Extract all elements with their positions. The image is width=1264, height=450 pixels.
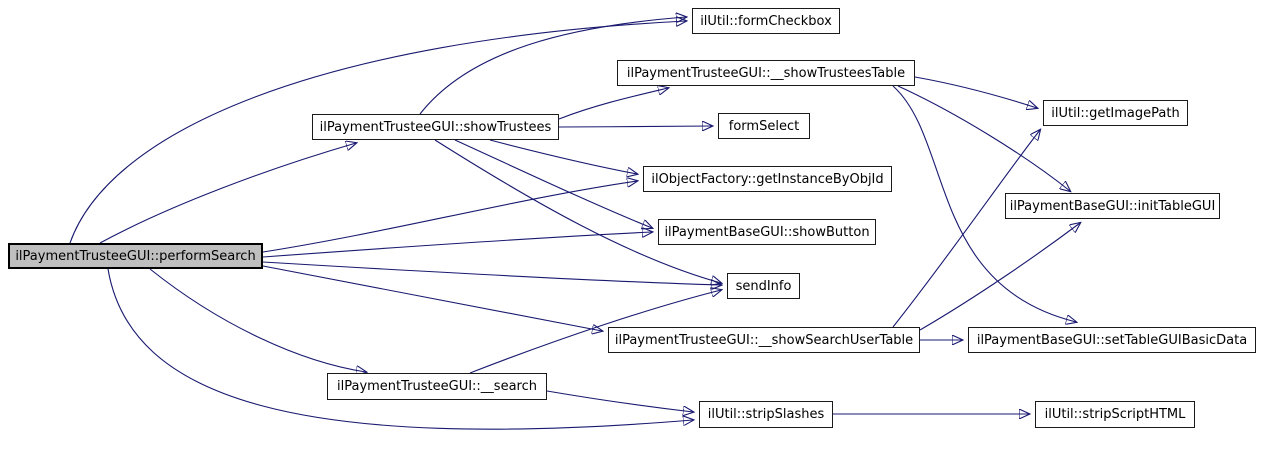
node-showButton[interactable]: ilPaymentBaseGUI::showButton	[658, 219, 876, 245]
node-setTableGUIBasicData[interactable]: ilPaymentBaseGUI::setTableGUIBasicData	[968, 327, 1256, 353]
node-showSearchUserTable[interactable]: ilPaymentTrusteeGUI::__showSearchUserTab…	[608, 327, 920, 353]
edge-showTrusteesTable-setTableGUIBasicData	[892, 85, 1076, 322]
edge-performSearch-getInstanceByObjId	[262, 181, 637, 253]
edge-performSearch-showButton	[262, 232, 652, 258]
edge-showTrusteesTable-initTableGUI	[897, 85, 1070, 191]
edge-showTrusteesTable-getImagePath	[914, 76, 1037, 108]
node-formCheckbox[interactable]: ilUtil::formCheckbox	[692, 8, 840, 34]
edge-showTrustees-formCheckbox	[419, 17, 686, 115]
edge-performSearch-sendInfo	[262, 261, 721, 285]
edge-showTrustees-sendInfo	[434, 139, 721, 283]
edge-showTrustees-getInstanceByObjId	[489, 139, 637, 174]
edge-performSearch-search	[149, 268, 366, 372]
node-search[interactable]: ilPaymentTrusteeGUI::__search	[327, 373, 547, 400]
edge-showSearchUserTable-getImagePath	[892, 130, 1040, 328]
edge-performSearch-formCheckbox	[69, 21, 686, 244]
edge-search-sendInfo	[469, 290, 721, 374]
node-sendInfo[interactable]: sendInfo	[727, 273, 800, 299]
edge-performSearch-showSearchUserTable	[262, 265, 602, 331]
node-initTableGUI[interactable]: ilPaymentBaseGUI::initTableGUI	[1005, 193, 1220, 219]
edge-performSearch-showTrustees	[99, 143, 356, 244]
edge-search-stripSlashes	[546, 390, 693, 412]
node-performSearch: ilPaymentTrusteeGUI::performSearch	[8, 243, 263, 269]
node-stripSlashes[interactable]: ilUtil::stripSlashes	[699, 401, 833, 428]
node-getInstanceByObjId[interactable]: ilObjectFactory::getInstanceByObjId	[643, 166, 892, 192]
edge-showTrustees-showTrusteesTable	[558, 88, 668, 120]
node-formSelect[interactable]: formSelect	[718, 113, 810, 139]
node-getImagePath[interactable]: ilUtil::getImagePath	[1043, 100, 1188, 126]
edge-performSearch-stripSlashes	[107, 268, 693, 430]
node-showTrustees[interactable]: ilPaymentTrusteeGUI::showTrustees	[312, 114, 559, 140]
edge-showTrustees-showButton	[454, 139, 652, 228]
node-stripScriptHTML[interactable]: ilUtil::stripScriptHTML	[1035, 401, 1195, 428]
node-showTrusteesTable[interactable]: ilPaymentTrusteeGUI::__showTrusteesTable	[617, 60, 915, 86]
edge-showTrustees-formSelect	[558, 126, 712, 127]
edge-showSearchUserTable-initTableGUI	[919, 223, 1080, 331]
